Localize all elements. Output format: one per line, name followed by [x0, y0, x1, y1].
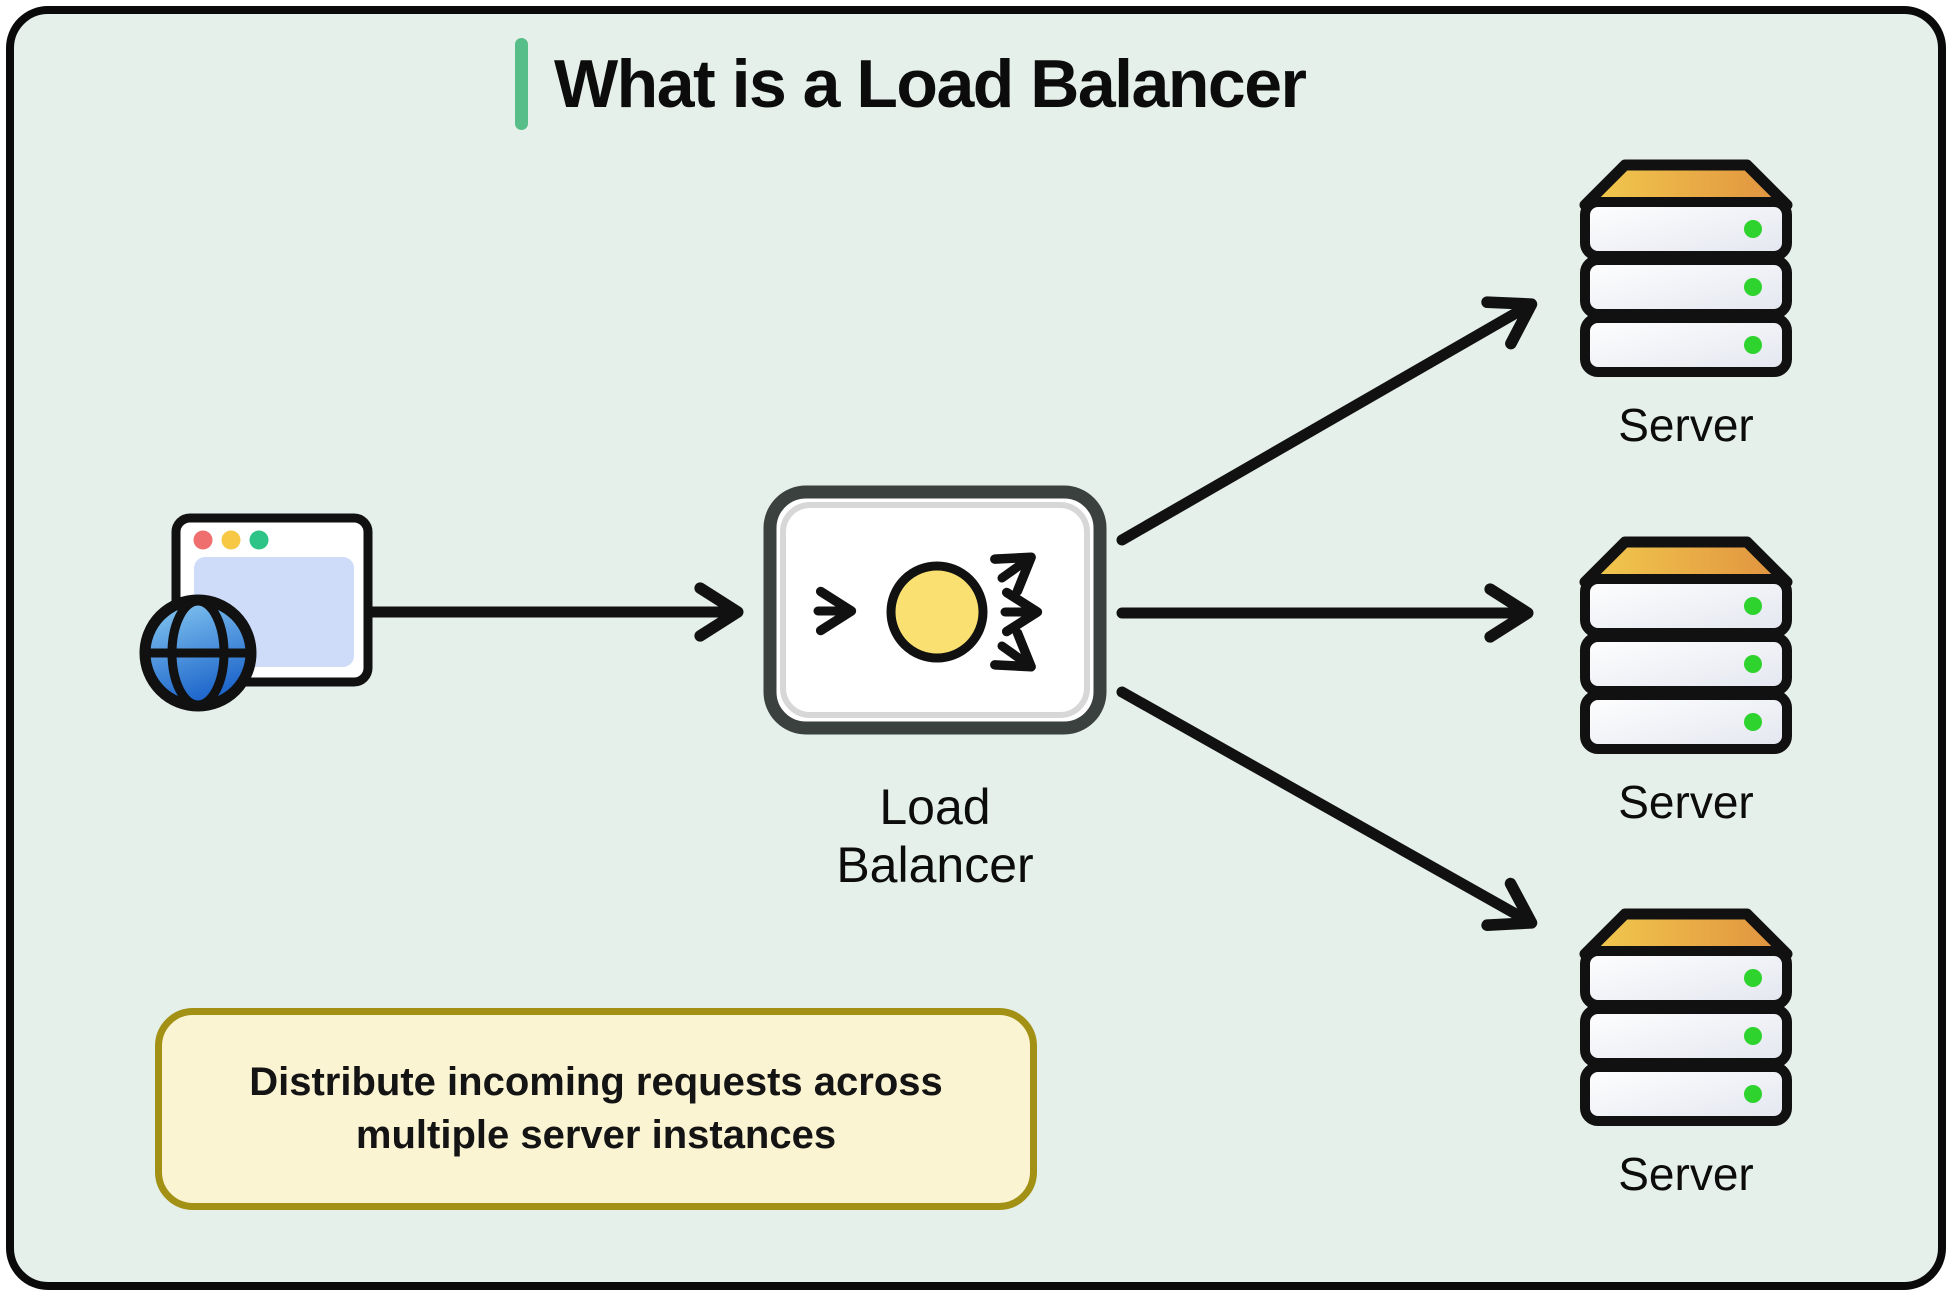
server-node-2: [1579, 536, 1793, 754]
server-label-3: Server: [1618, 1148, 1754, 1200]
globe-icon: [139, 594, 257, 712]
load-balancer-node: [763, 485, 1107, 735]
server-tray: [1580, 1062, 1792, 1126]
status-dot: [1744, 1085, 1762, 1103]
note-line-2: multiple server instances: [355, 1113, 837, 1157]
title-block: What is a Load Balancer: [515, 38, 1307, 130]
server-tray: [1580, 690, 1792, 754]
lb-flow-arrows: [813, 552, 1043, 672]
server-node-3: [1579, 908, 1793, 1126]
page-title: What is a Load Balancer: [554, 46, 1307, 122]
client-browser-icon: [139, 513, 373, 712]
note-line-1: Distribute incoming requests across: [249, 1060, 943, 1105]
status-dot: [1744, 655, 1762, 673]
arrow-lb-to-server-3: [1116, 686, 1538, 932]
status-dot: [1744, 220, 1762, 238]
server-label-1: Server: [1618, 399, 1754, 451]
status-dot: [1744, 1027, 1762, 1045]
browser-dot-yellow: [221, 530, 241, 550]
lb-arrow-out-down: [990, 628, 1036, 672]
arrow-lb-to-server-1: [1116, 296, 1538, 546]
lb-balancer-circle: [886, 561, 988, 663]
server-node-1: [1579, 159, 1793, 377]
status-dot: [1744, 713, 1762, 731]
status-dot: [1744, 969, 1762, 987]
title-accent-bar: [515, 38, 528, 130]
server-label-2: Server: [1618, 776, 1754, 828]
description-note: Distribute incoming requests across mult…: [155, 1008, 1037, 1210]
connection-arrows: [364, 296, 1538, 932]
status-dot: [1744, 278, 1762, 296]
status-dot: [1744, 597, 1762, 615]
load-balancer-box-inner-ring: [780, 502, 1090, 718]
lb-arrow-out-up: [990, 552, 1036, 596]
browser-dot-green: [249, 530, 269, 550]
status-dot: [1744, 336, 1762, 354]
browser-dot-red: [193, 530, 213, 550]
load-balancer-label: Load Balancer: [836, 779, 1034, 893]
server-tray: [1580, 313, 1792, 377]
